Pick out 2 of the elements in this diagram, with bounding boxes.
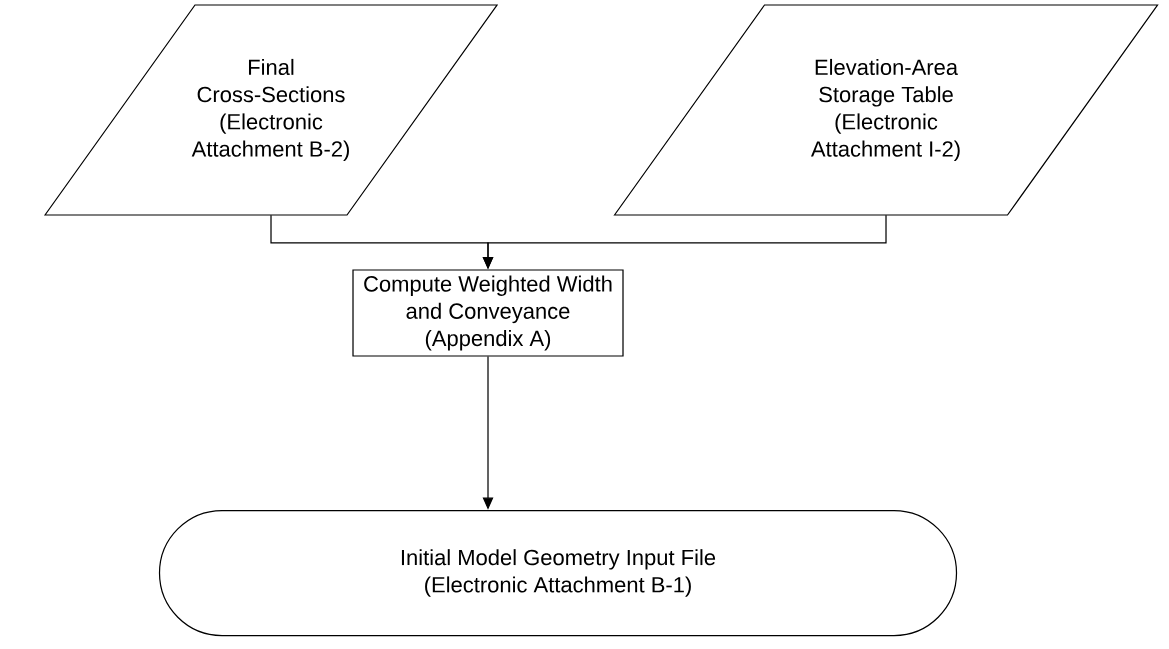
input-parallelogram: Elevation-Area Storage Table (Electronic Attachment I-2): [613, 4, 1159, 216]
process-box: Compute Weighted Width and Conveyance (Appendix A): [352, 269, 624, 357]
